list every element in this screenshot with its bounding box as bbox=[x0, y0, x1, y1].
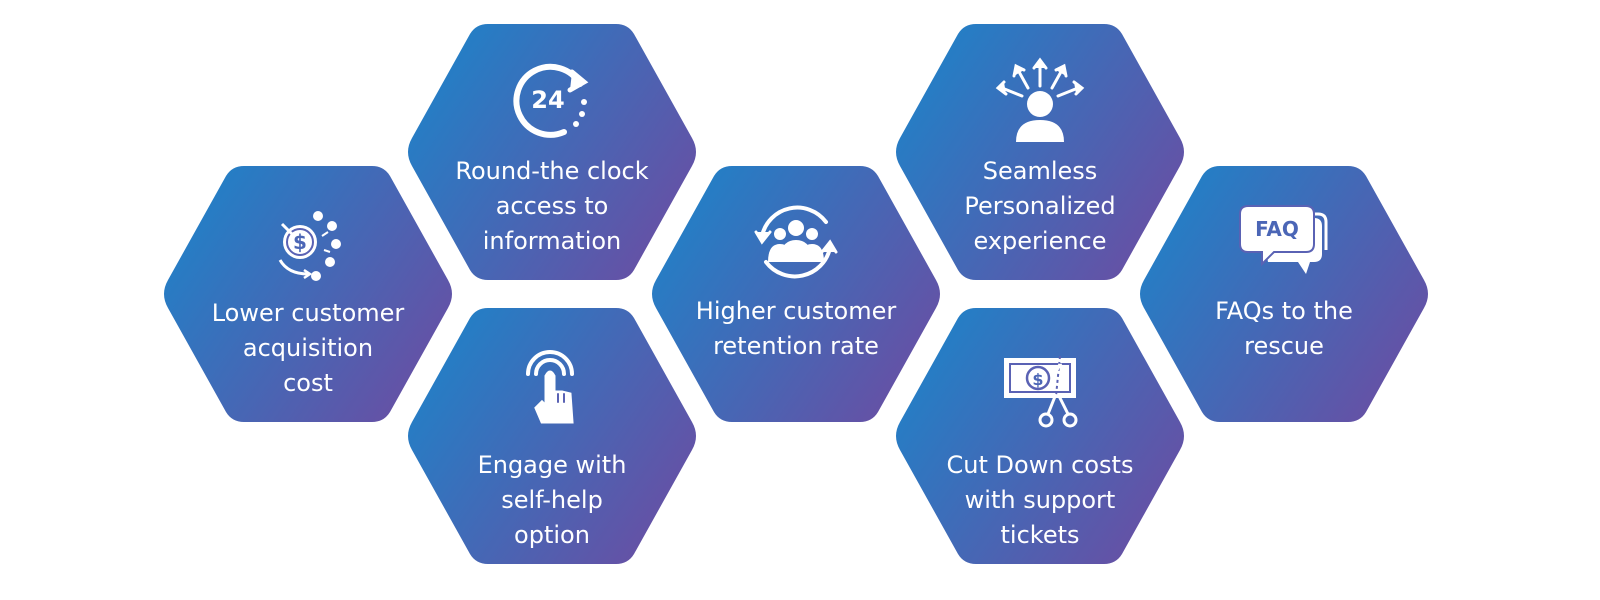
label-line: Higher customer bbox=[695, 297, 897, 325]
hexagon-cut-costs: $ Cut Down costs with support tickets bbox=[890, 300, 1190, 572]
label-line: with support bbox=[964, 486, 1116, 514]
hexagon-self-help: Engage with self-help option bbox=[402, 300, 702, 572]
hexagon-faqs: FAQ FAQs to the rescue bbox=[1134, 158, 1434, 430]
hexagon-label: Higher customer retention rate bbox=[676, 294, 916, 364]
label-line: Seamless bbox=[982, 157, 1098, 185]
hexagon-shape bbox=[896, 24, 1184, 280]
hexagon-label: Engage with self-help option bbox=[432, 448, 672, 553]
dollar-scissors-icon: $ bbox=[990, 334, 1090, 434]
hexagon-shape bbox=[408, 24, 696, 280]
hexagon-shape bbox=[164, 166, 452, 422]
hexagon-label: Cut Down costs with support tickets bbox=[920, 448, 1160, 553]
dollar-sign-text: $ bbox=[1032, 370, 1043, 389]
label-line: retention rate bbox=[713, 332, 879, 360]
label-line: access to bbox=[495, 192, 609, 220]
label-line: information bbox=[482, 227, 622, 255]
hexagon-label: Lower customer acquisition cost bbox=[188, 296, 428, 401]
hexagon-shape bbox=[408, 308, 696, 564]
tap-hand-icon bbox=[502, 334, 602, 434]
label-line: Personalized bbox=[964, 192, 1116, 220]
label-line: Round-the clock bbox=[455, 157, 649, 185]
label-line: option bbox=[514, 521, 590, 549]
hexagon-lower-acquisition-cost: $ Lower customer acquisition cost bbox=[158, 158, 458, 430]
label-line: Lower customer bbox=[211, 299, 405, 327]
label-line: rescue bbox=[1244, 332, 1324, 360]
hexagon-personalized-experience: Seamless Personalized experience bbox=[890, 16, 1190, 288]
hexagon-label: Round-the clock access to information bbox=[432, 154, 672, 259]
hexagon-round-the-clock: 24 Round-the clock access to information bbox=[402, 16, 702, 288]
hexagon-retention-rate: Higher customer retention rate bbox=[646, 158, 946, 430]
label-line: cost bbox=[283, 369, 333, 397]
label-line: Engage with bbox=[477, 451, 627, 479]
faq-speech-bubble-icon: FAQ bbox=[1234, 192, 1334, 292]
hexagon-shape bbox=[1140, 166, 1428, 422]
dollar-people-cycle-icon: $ bbox=[258, 192, 358, 292]
hexagon-shape bbox=[652, 166, 940, 422]
svg-text:$: $ bbox=[293, 230, 307, 254]
label-line: FAQs to the bbox=[1215, 297, 1353, 325]
person-radiating-arrows-icon bbox=[990, 50, 1090, 150]
hexagon-label: Seamless Personalized experience bbox=[920, 154, 1160, 259]
faq-text: FAQ bbox=[1255, 217, 1299, 241]
clock-24-text: 24 bbox=[531, 86, 564, 114]
label-line: self-help bbox=[501, 486, 603, 514]
label-line: Cut Down costs bbox=[946, 451, 1134, 479]
hexagon-shape bbox=[896, 308, 1184, 564]
hexagon-label: FAQs to the rescue bbox=[1164, 294, 1404, 364]
label-line: acquisition bbox=[242, 334, 374, 362]
people-cycle-arrows-icon bbox=[746, 192, 846, 292]
24-hour-clock-icon: 24 bbox=[502, 50, 602, 150]
label-line: experience bbox=[973, 227, 1107, 255]
label-line: tickets bbox=[1000, 521, 1080, 549]
